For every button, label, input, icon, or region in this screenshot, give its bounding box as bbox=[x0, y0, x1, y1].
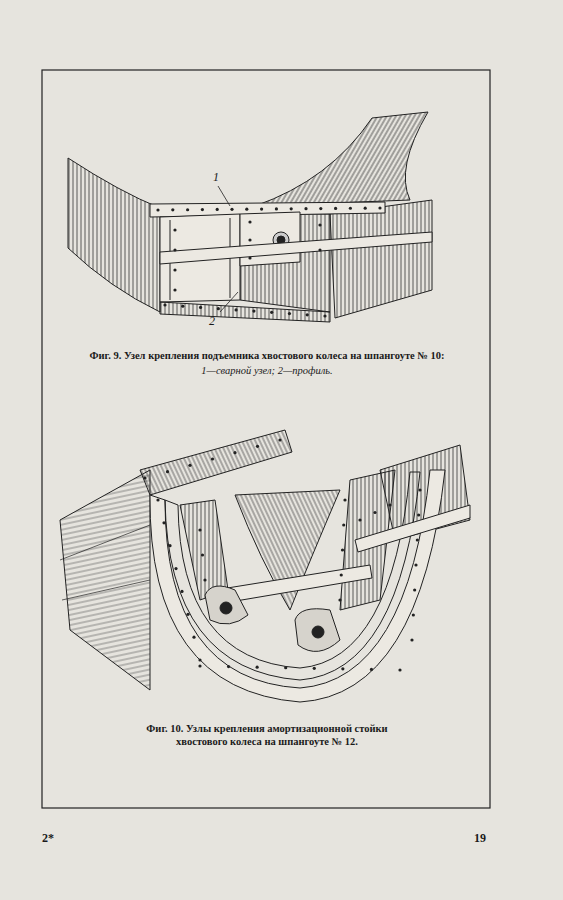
rivet bbox=[341, 667, 344, 670]
rivet bbox=[198, 658, 201, 661]
rivet bbox=[227, 665, 230, 668]
rivet bbox=[173, 268, 176, 271]
rivet bbox=[198, 528, 201, 531]
rivet bbox=[323, 314, 326, 317]
figure-caption: Фиг. 9. Узел крепления подъемника хвосто… bbox=[89, 349, 444, 362]
rivet bbox=[216, 208, 219, 211]
fig10-drawing bbox=[60, 430, 470, 702]
rivet bbox=[342, 523, 345, 526]
rivet bbox=[416, 538, 419, 541]
rivet bbox=[313, 667, 316, 670]
rivet bbox=[252, 310, 255, 313]
rivet bbox=[248, 256, 251, 259]
rivet bbox=[418, 488, 421, 491]
rivet bbox=[341, 548, 344, 551]
rivet bbox=[398, 668, 401, 671]
rivet bbox=[186, 208, 189, 211]
page-number: 2* bbox=[42, 831, 54, 846]
rivet bbox=[217, 307, 220, 310]
rivet bbox=[417, 513, 420, 516]
rivet bbox=[306, 313, 309, 316]
rivet bbox=[188, 464, 191, 467]
rivet bbox=[270, 311, 273, 314]
rivet bbox=[201, 553, 204, 556]
rivet bbox=[230, 208, 233, 211]
rivet bbox=[235, 308, 238, 311]
callout-number: 2 bbox=[209, 314, 215, 329]
page-number: 19 bbox=[474, 831, 486, 846]
rivet bbox=[412, 613, 415, 616]
rivet bbox=[414, 563, 417, 566]
rivet bbox=[203, 578, 206, 581]
rivet bbox=[413, 588, 416, 591]
rivet bbox=[334, 207, 337, 210]
figure-caption: 1—сварной узел; 2—профиль. bbox=[201, 364, 332, 377]
rivet bbox=[186, 613, 189, 616]
rivet bbox=[340, 573, 343, 576]
rivet bbox=[364, 207, 367, 210]
rivet bbox=[168, 544, 171, 547]
page-frame bbox=[42, 70, 490, 808]
rivet bbox=[211, 457, 214, 460]
rivet bbox=[290, 207, 293, 210]
rivet bbox=[318, 248, 321, 251]
rivet bbox=[370, 668, 373, 671]
rivet bbox=[358, 518, 361, 521]
rivet bbox=[343, 498, 346, 501]
rivet bbox=[378, 206, 381, 209]
rivet bbox=[162, 521, 165, 524]
rivet bbox=[248, 238, 251, 241]
rivet bbox=[319, 207, 322, 210]
rivet bbox=[245, 208, 248, 211]
rivet bbox=[156, 208, 159, 211]
rivet bbox=[410, 638, 413, 641]
rivet bbox=[174, 567, 177, 570]
rivet bbox=[338, 598, 341, 601]
rivet bbox=[278, 438, 281, 441]
rivet bbox=[349, 207, 352, 210]
callout-number: 1 bbox=[213, 170, 219, 185]
rivet bbox=[304, 207, 307, 210]
rivet bbox=[171, 208, 174, 211]
rivet bbox=[288, 312, 291, 315]
rivet bbox=[201, 208, 204, 211]
rivet bbox=[166, 470, 169, 473]
rivet bbox=[256, 445, 259, 448]
rivet bbox=[173, 248, 176, 251]
rivet bbox=[143, 476, 146, 479]
rivet bbox=[198, 664, 201, 667]
rivet bbox=[275, 207, 278, 210]
rivet bbox=[173, 288, 176, 291]
rivet bbox=[248, 220, 251, 223]
rivet bbox=[373, 511, 376, 514]
rivet bbox=[163, 303, 166, 306]
figure-caption: Фиг. 10. Узлы крепления амортизационной … bbox=[132, 722, 402, 748]
rivet bbox=[173, 228, 176, 231]
rivet bbox=[233, 451, 236, 454]
rivet bbox=[260, 207, 263, 210]
rivet bbox=[192, 636, 195, 639]
rivet bbox=[318, 223, 321, 226]
rivet bbox=[199, 306, 202, 309]
rivet bbox=[180, 590, 183, 593]
rivet bbox=[284, 666, 287, 669]
rivet bbox=[256, 666, 259, 669]
rivet bbox=[156, 498, 159, 501]
rivet bbox=[388, 503, 391, 506]
fig9-drawing bbox=[68, 112, 432, 322]
rivet bbox=[181, 305, 184, 308]
